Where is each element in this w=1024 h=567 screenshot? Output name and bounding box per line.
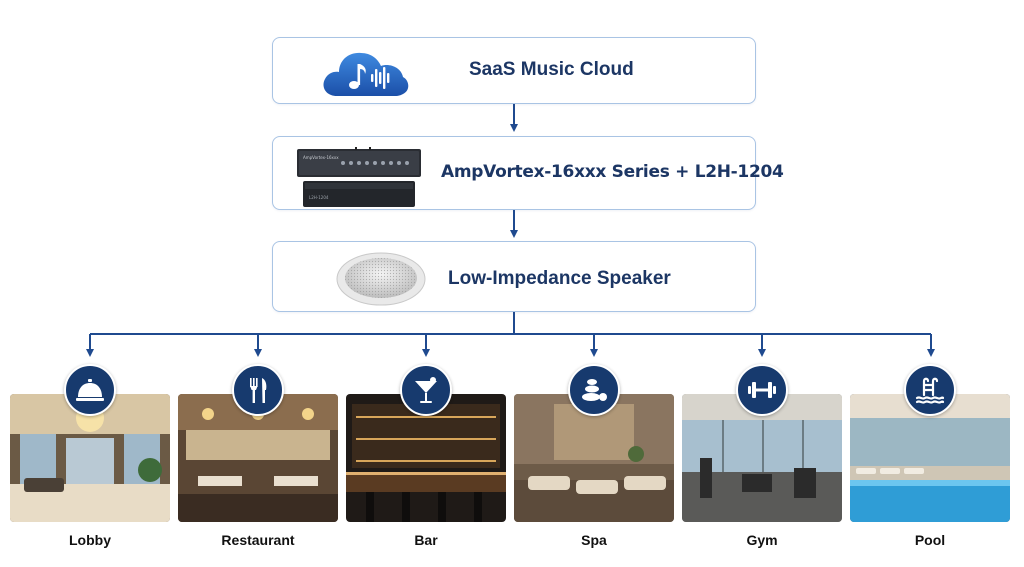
gym-photo [682,394,842,522]
cocktail-glass-icon [400,364,452,416]
amp-top-label: AmpVortex-16xxx [303,155,339,160]
dumbbell-icon [736,364,788,416]
ceiling-speaker-image [336,252,426,306]
amplifier-box: AmpVortex-16xxx L2H-1204 AmpVortex-16xxx… [272,136,784,210]
amplifier-device-image: AmpVortex-16xxx L2H-1204 [297,147,421,207]
service-bell-icon [64,364,116,416]
venue-label-lobby: Lobby [69,532,111,548]
venue-label-restaurant: Restaurant [221,532,295,548]
cloud-title: SaaS Music Cloud [469,59,634,80]
fork-knife-icon [232,364,284,416]
spa-photo [514,394,674,522]
venue-label-spa: Spa [581,532,607,548]
venue-label-pool: Pool [914,532,946,548]
music-cloud-icon [323,52,409,96]
venue-label-gym: Gym [746,532,778,548]
speaker-title: Low-Impedance Speaker [448,268,671,289]
amplifier-title: AmpVortex-16xxx Series + L2H-1204 [441,162,784,182]
speaker-box: Low-Impedance Speaker [272,241,756,312]
pool-ladder-icon [904,364,956,416]
venue-label-bar: Bar [414,532,438,548]
saas-music-cloud-box: SaaS Music Cloud [272,37,756,104]
amp-bottom-label: L2H-1204 [309,195,329,200]
restaurant-photo [178,394,338,522]
spa-stones-icon [568,364,620,416]
lobby-photo [10,394,170,522]
